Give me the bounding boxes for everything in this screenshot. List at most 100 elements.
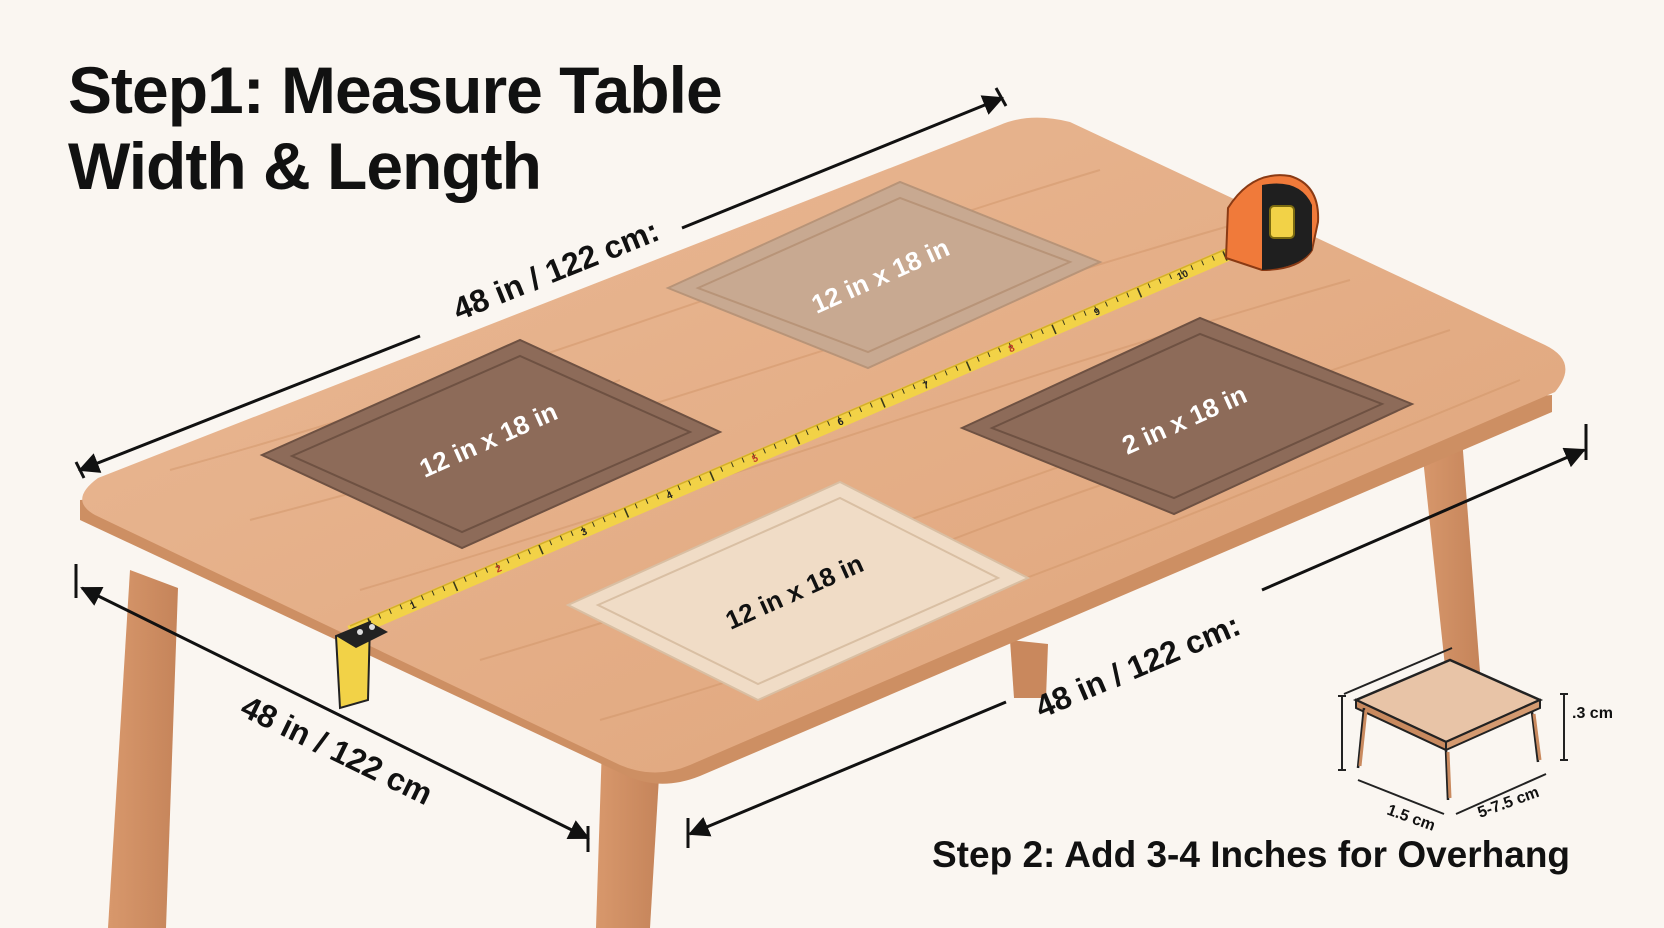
tape-tick: [1136, 287, 1143, 298]
tape-tick: [944, 370, 948, 376]
tape-tick: [485, 567, 489, 573]
tape-tick: [859, 407, 863, 413]
tape-tick: [1019, 338, 1023, 344]
tape-tick: [763, 448, 766, 454]
placemat-3: [959, 316, 1415, 516]
tape-number: 3: [580, 526, 590, 538]
tape-tick: [623, 507, 630, 518]
leg-front-right: [596, 745, 660, 928]
tape-number: 4: [665, 490, 675, 502]
page-title: Step1: Measure Table Width & Length: [68, 52, 723, 204]
tape-hook: [334, 620, 388, 710]
tape-number: 7: [922, 380, 932, 392]
tape-tick: [506, 558, 510, 564]
right-length-label: 48 in / 122 cm:: [1030, 607, 1245, 726]
small-table-top: [1352, 658, 1544, 744]
arrow-top-right: [681, 95, 1004, 230]
tape-tick: [720, 466, 724, 472]
tape-number: 5: [751, 453, 761, 465]
tape-tick: [730, 462, 734, 468]
tape-number: 9: [1093, 306, 1103, 318]
tape-tick: [1126, 292, 1130, 298]
arrow-right-lower: [688, 700, 1007, 837]
small-table-height: .3 cm: [1572, 705, 1613, 722]
tape-tick: [901, 388, 905, 394]
leg-front-left: [108, 570, 178, 928]
tape-tick: [1105, 301, 1108, 307]
tape-tick: [1179, 269, 1183, 275]
tape-tick: [773, 443, 777, 449]
title-line-1: Step1: Measure Table: [68, 53, 723, 127]
tape-tick: [559, 535, 563, 541]
tape-tick: [752, 453, 756, 459]
tape-tick: [517, 553, 521, 559]
small-table-width: 1.5 cm: [1385, 802, 1438, 835]
tape-tick: [1158, 278, 1162, 284]
tape-tick: [998, 347, 1002, 353]
tape-tick: [688, 480, 692, 486]
placemat-4: [565, 480, 1031, 702]
tape-tick: [869, 402, 873, 408]
tape-tick: [592, 521, 595, 527]
tape-tick: [463, 576, 467, 582]
tape-tick: [912, 384, 916, 390]
tape-tick: [891, 393, 895, 399]
tape-number: 10: [1176, 268, 1191, 283]
tape-tick: [634, 503, 638, 509]
tape-tick: [677, 485, 681, 491]
tape-tick: [1030, 333, 1034, 339]
tape-tick: [1115, 297, 1119, 303]
tape-number: 2: [494, 563, 504, 575]
tape-number: 8: [1007, 343, 1017, 355]
tape-strip: [347, 244, 1241, 638]
small-table-diagram: .3 cm 1.5 cm 5-7.5 cm: [1338, 647, 1613, 835]
tape-tick: [934, 375, 937, 381]
tape-tick: [827, 420, 831, 426]
tape-tick: [645, 498, 649, 504]
tape-tick: [837, 416, 841, 422]
arrow-top-left: [78, 334, 421, 473]
tape-tick: [1147, 283, 1151, 289]
tape-tick: [1083, 310, 1087, 316]
placemat-2: [665, 180, 1103, 370]
tape-tick: [1008, 342, 1012, 348]
tape-tick: [1201, 260, 1205, 266]
tape-tick: [965, 361, 972, 372]
tape-tick: [1190, 264, 1194, 270]
tape-tick: [1072, 315, 1076, 321]
tape-number: 6: [836, 416, 846, 428]
tape-tick: [880, 397, 886, 408]
tape-tick: [1169, 274, 1173, 280]
leg-back-right: [1420, 430, 1480, 676]
tape-tick: [1040, 329, 1044, 335]
tape-tick: [1062, 320, 1066, 326]
tape-tick: [848, 411, 852, 417]
tape-tick: [816, 425, 820, 431]
tape-tick: [602, 517, 606, 523]
placemat-1: [259, 338, 723, 550]
tape-tick: [976, 356, 980, 362]
title-line-2: Width & Length: [68, 129, 542, 203]
tape-tick: [805, 430, 809, 436]
tape-tick: [474, 572, 478, 578]
tape-tick: [1211, 255, 1215, 261]
tape-tick: [666, 489, 670, 495]
tape-tick: [549, 540, 553, 546]
tape-tick: [923, 379, 927, 385]
tape-tick: [987, 352, 991, 358]
tape-case-icon: [1224, 174, 1320, 272]
tape-tick: [613, 512, 617, 518]
arrow-right-upper: [1261, 447, 1586, 592]
leg-back-middle: [1010, 640, 1048, 698]
tape-tick: [1051, 324, 1057, 335]
tape-tick: [955, 365, 959, 371]
tape-tick: [1094, 306, 1098, 312]
tape-tick: [784, 439, 788, 445]
tape-tick: [570, 531, 574, 537]
tape-tick: [698, 475, 702, 481]
tape-tick: [495, 563, 499, 569]
tape-tick: [656, 494, 660, 500]
tape-tick: [709, 471, 715, 482]
